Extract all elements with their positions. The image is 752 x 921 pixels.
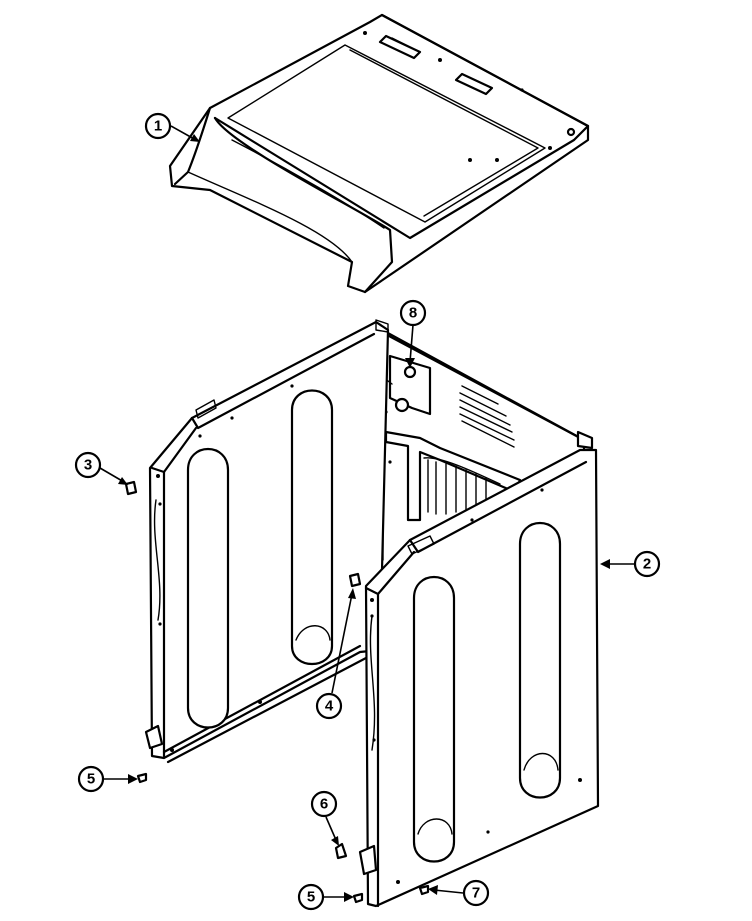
clip-part-4 <box>348 572 362 588</box>
callout-1: 1 <box>144 112 200 142</box>
callout-4: 4 <box>315 588 356 720</box>
top-panel-part <box>168 13 590 294</box>
screw-part-5a <box>136 772 148 784</box>
callout-2: 2 <box>600 550 661 578</box>
vent-slots <box>459 385 515 448</box>
callout-5a: 5 <box>77 765 138 793</box>
callout-3: 3 <box>74 451 128 485</box>
svg-text:5: 5 <box>307 889 315 906</box>
small-parts <box>124 480 430 904</box>
clip-part-6 <box>334 842 348 860</box>
svg-text:7: 7 <box>472 885 480 902</box>
svg-text:8: 8 <box>409 305 417 322</box>
cabinet-back-interior <box>372 326 594 582</box>
svg-text:4: 4 <box>325 698 334 715</box>
clip-part-3 <box>124 480 138 496</box>
right-side-panel <box>358 448 600 908</box>
svg-text:1: 1 <box>154 118 162 135</box>
left-side-panel <box>144 319 390 764</box>
screw-part-7 <box>418 884 430 896</box>
svg-text:2: 2 <box>643 556 651 573</box>
callout-8: 8 <box>399 299 427 368</box>
callout-6: 6 <box>310 790 339 846</box>
svg-text:5: 5 <box>87 771 95 788</box>
svg-text:3: 3 <box>84 457 92 474</box>
screw-part-5b <box>352 892 364 904</box>
callout-5b: 5 <box>297 883 354 911</box>
callout-7: 7 <box>428 879 490 907</box>
svg-text:6: 6 <box>320 796 328 813</box>
